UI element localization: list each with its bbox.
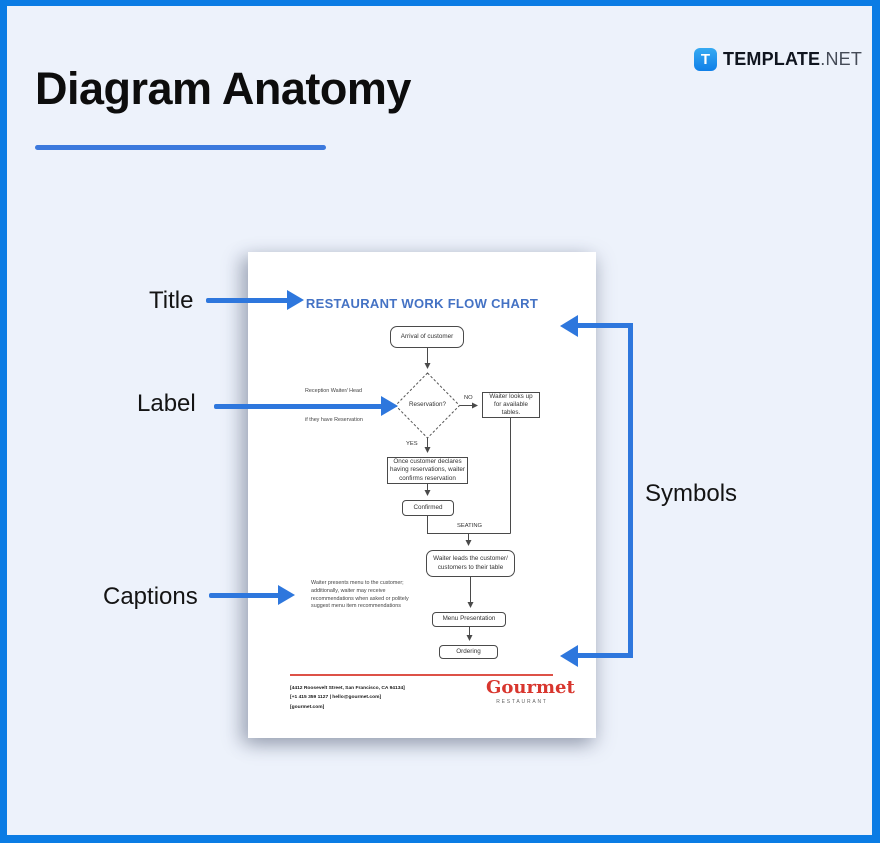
label-note-line1: Reception Waiter/ Head bbox=[305, 388, 363, 394]
node-order: Ordering bbox=[439, 645, 498, 659]
title-arrow-icon bbox=[287, 290, 304, 310]
title-underline bbox=[35, 145, 326, 150]
flowchart-title: RESTAURANT WORK FLOW CHART bbox=[305, 296, 539, 311]
node-start: Arrival of customer bbox=[390, 326, 464, 348]
brand-name: TEMPLATE bbox=[723, 49, 821, 69]
node-decision: Reservation? bbox=[408, 401, 447, 408]
footer-address-line: [4412 Roosevelt Street, San Francisco, C… bbox=[290, 686, 405, 691]
caption-note: Waiter presents menu to the customer; ad… bbox=[311, 580, 409, 610]
annotation-captions: Captions bbox=[103, 583, 198, 610]
page-title: Diagram Anatomy bbox=[35, 63, 411, 114]
symbols-bracket-vertical bbox=[628, 323, 633, 658]
footer-phone-line: [+1 415 359 1127 | hello@gourmet.com] bbox=[290, 695, 382, 701]
footer-divider bbox=[290, 674, 553, 676]
symbols-top-arrow-icon bbox=[560, 315, 578, 337]
branch-yes-label: YES bbox=[406, 441, 418, 447]
label-note-line2: if they have Reservation bbox=[305, 417, 363, 423]
node-yes-action: Once customer declares having reservatio… bbox=[387, 457, 468, 484]
symbols-bracket-bottom bbox=[578, 653, 633, 658]
annotation-label: Label bbox=[137, 390, 196, 417]
annotation-title: Title bbox=[149, 287, 194, 314]
seating-label: SEATING bbox=[457, 523, 483, 529]
annotation-symbols: Symbols bbox=[645, 480, 738, 507]
brand-wordmark: TEMPLATE.NET bbox=[723, 49, 862, 70]
template-logo-icon: T bbox=[694, 48, 717, 71]
node-menu: Menu Presentation bbox=[432, 612, 506, 627]
node-no-action: Waiter looks up for available tables. bbox=[482, 392, 540, 418]
flowchart-document: RESTAURANT WORK FLOW CHART Arrival of cu… bbox=[248, 252, 596, 738]
symbols-bottom-arrow-icon bbox=[560, 645, 578, 667]
node-confirmed: Confirmed bbox=[402, 500, 454, 516]
title-arrow-line bbox=[206, 298, 289, 303]
captions-arrow-line bbox=[209, 593, 280, 598]
footer-contact-block: [4412 Roosevelt Street, San Francisco, C… bbox=[290, 684, 405, 712]
branch-no-label: NO bbox=[464, 395, 473, 401]
label-arrow-icon bbox=[381, 396, 398, 416]
flowchart-connectors bbox=[394, 348, 511, 641]
symbols-bracket-top bbox=[578, 323, 633, 328]
brand-tld: .NET bbox=[820, 49, 863, 69]
footer-site-line: [gourmet.com] bbox=[290, 704, 325, 710]
node-seat: Waiter leads the customer/ customers to … bbox=[426, 550, 515, 577]
gourmet-logo-name: Gourmet bbox=[486, 677, 575, 698]
gourmet-logo: Gourmet RESTAURANT bbox=[486, 677, 575, 705]
gourmet-logo-sub: RESTAURANT bbox=[496, 698, 548, 705]
captions-arrow-icon bbox=[278, 585, 295, 605]
label-arrow-line bbox=[214, 404, 383, 409]
template-net-logo[interactable]: T TEMPLATE.NET bbox=[694, 48, 862, 71]
